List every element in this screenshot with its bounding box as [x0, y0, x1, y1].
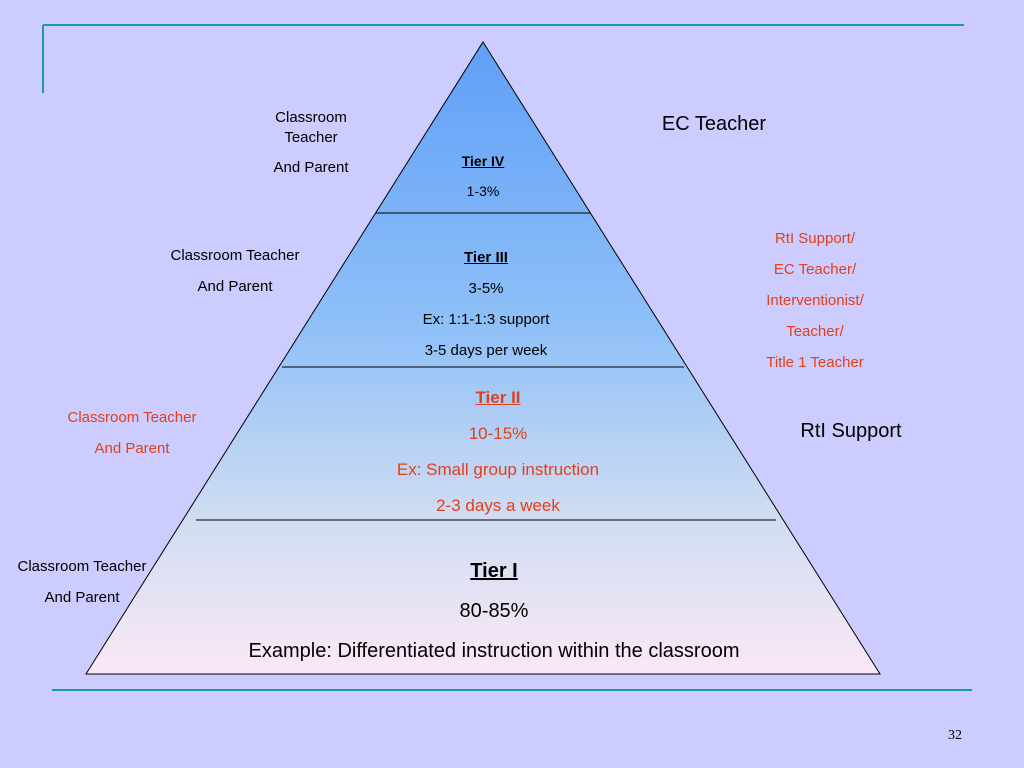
tier-2-title: Tier II	[475, 388, 521, 407]
tier-1-percent: 80-85%	[459, 600, 529, 622]
tier-3-percent: 3-5%	[468, 280, 504, 297]
right-label-tier-2: RtI Support	[800, 420, 902, 442]
tier-3-example: Ex: 1:1-1:3 support	[422, 311, 550, 328]
left-label-tier-4: Classroom Teacher And Parent	[250, 108, 372, 178]
tier-1-text: Tier I 80-85% Example: Differentiated in…	[194, 551, 794, 671]
tier-2-text: Tier II 10-15% Ex: Small group instructi…	[298, 380, 698, 524]
left-label-tier-3-line-1: Classroom Teacher	[170, 247, 300, 264]
left-label-tier-4-line-3: And Parent	[273, 159, 349, 176]
right-label-tier-3-line-4: Teacher/	[786, 323, 844, 340]
left-label-tier-2-line-1: Classroom Teacher	[67, 409, 197, 426]
tier-3-frequency: 3-5 days per week	[424, 342, 548, 359]
pyramid-shape	[85, 41, 881, 675]
tier-2-frequency: 2-3 days a week	[436, 496, 560, 515]
right-label-tier-3-line-5: Title 1 Teacher	[766, 354, 864, 371]
left-label-tier-2: Classroom Teacher And Parent	[47, 402, 217, 464]
tier-3-text: Tier III 3-5% Ex: 1:1-1:3 support 3-5 da…	[336, 242, 636, 366]
left-label-tier-1-line-1: Classroom Teacher	[17, 558, 147, 575]
left-label-tier-2-line-2: And Parent	[94, 440, 170, 457]
tier-4-text: Tier IV 1-3%	[383, 146, 583, 206]
tier-2-percent: 10-15%	[468, 424, 528, 443]
tier-4-percent: 1-3%	[466, 183, 500, 199]
left-label-tier-4-line-2: Teacher	[284, 129, 338, 146]
left-label-tier-4-line-1: Classroom	[275, 109, 347, 126]
tier-1-example: Example: Differentiated instruction with…	[248, 640, 740, 662]
right-label-tier-3: RtI Support/ EC Teacher/ Interventionist…	[730, 223, 900, 378]
right-label-tier-3-line-3: Interventionist/	[766, 292, 864, 309]
left-label-tier-3-line-2: And Parent	[197, 278, 273, 295]
left-label-tier-3: Classroom Teacher And Parent	[150, 240, 320, 302]
right-label-tier-3-line-2: EC Teacher/	[773, 261, 857, 278]
right-label-tier-3-line-1: RtI Support/	[774, 230, 856, 247]
left-label-tier-1-line-2: And Parent	[44, 589, 120, 606]
page-number: 32	[948, 728, 962, 743]
tier-4-title: Tier IV	[461, 153, 505, 169]
right-label-tier-4: EC Teacher	[661, 113, 767, 135]
tier-2-example: Ex: Small group instruction	[396, 460, 600, 479]
tier-3-title: Tier III	[464, 249, 508, 266]
tier-1-title: Tier I	[470, 560, 518, 582]
left-label-tier-1: Classroom Teacher And Parent	[0, 551, 164, 613]
